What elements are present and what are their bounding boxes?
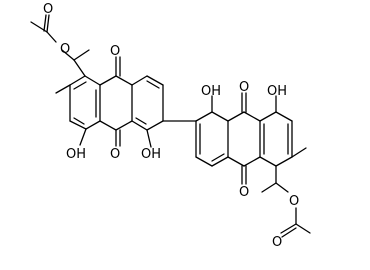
o-quinone-top-left: O xyxy=(110,44,120,59)
oh-right-top: OH xyxy=(267,84,287,99)
o-carbonyl-ester-bottom: O xyxy=(272,235,282,250)
o-quinone-bottom-left: O xyxy=(110,147,120,162)
o-ester-top: O xyxy=(60,42,70,57)
oh-left-bottom: OH xyxy=(66,147,86,162)
o-carbonyl-ester-top: O xyxy=(43,2,53,17)
oh-right-peri: OH xyxy=(201,84,221,99)
left-anthraquinone xyxy=(30,14,164,148)
right-anthraquinone xyxy=(195,92,311,238)
o-quinone-bottom-right: O xyxy=(239,185,249,200)
o-quinone-top-right: O xyxy=(239,80,249,95)
oh-left-peri: OH xyxy=(141,147,161,162)
o-ester-bottom: O xyxy=(289,194,299,209)
